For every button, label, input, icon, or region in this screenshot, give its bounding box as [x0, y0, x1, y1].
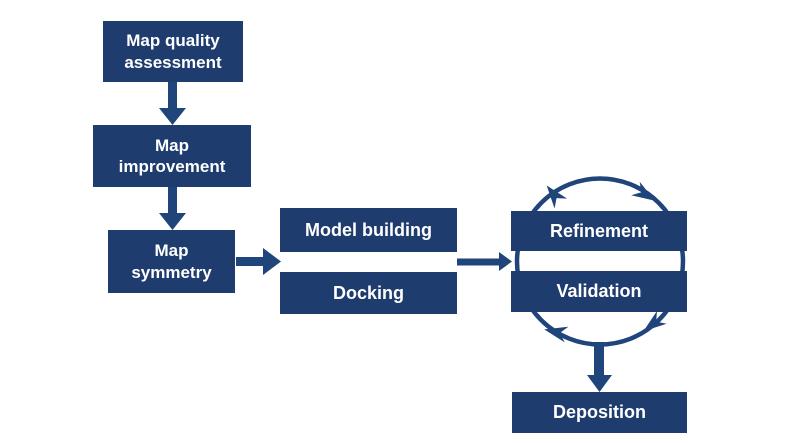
- node-label: Validation: [556, 281, 642, 302]
- node-label: Map quality assessment: [124, 31, 222, 72]
- node-label: Refinement: [549, 220, 648, 241]
- arrow-right-2-icon: [457, 252, 512, 271]
- node-label: Model building: [305, 219, 432, 240]
- node-map-symmetry: Map symmetry: [108, 230, 235, 293]
- arrow-right-1-icon: [236, 248, 281, 275]
- node-map-improvement: Map improvement: [93, 125, 251, 187]
- node-model-building: Model building: [280, 208, 457, 252]
- cycle-arrowhead-top-right-icon: [631, 181, 655, 201]
- node-validation: Validation: [511, 271, 687, 312]
- arrow-down-2-icon: [159, 186, 186, 230]
- node-map-quality-assessment: Map quality assessment: [103, 21, 243, 82]
- node-label: Docking: [332, 282, 404, 303]
- arrow-down-1-icon: [159, 81, 186, 125]
- cycle-circle-icon: [514, 176, 686, 347]
- node-deposition: Deposition: [512, 392, 687, 433]
- node-refinement: Refinement: [511, 211, 687, 251]
- cycle-arrowhead-bottom-left-icon: [544, 326, 569, 343]
- node-label: Map symmetry: [131, 241, 212, 282]
- node-label: Map improvement: [118, 135, 226, 176]
- cycle-arrowhead-bottom-right-icon: [643, 310, 667, 332]
- cycle-arrowhead-top-left-icon: [546, 185, 568, 209]
- node-docking: Docking: [280, 272, 457, 314]
- arrow-down-3-icon: [587, 342, 612, 392]
- node-label: Deposition: [553, 402, 646, 423]
